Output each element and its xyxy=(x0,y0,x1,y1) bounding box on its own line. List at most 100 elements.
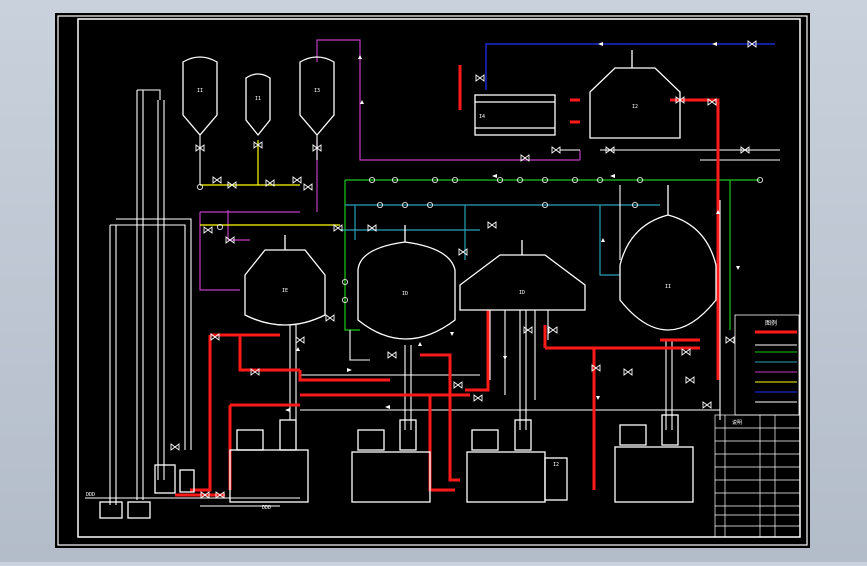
valve-icon xyxy=(675,96,685,104)
valve-icon xyxy=(265,179,275,187)
valve-icon xyxy=(740,146,750,154)
valve-icon xyxy=(591,364,601,372)
valve-icon xyxy=(473,394,483,402)
inner-frame xyxy=(77,18,801,538)
valve-icon xyxy=(707,98,717,106)
outer-frame xyxy=(57,15,808,546)
flow-arrow-icon xyxy=(492,174,497,178)
bottom-label-center: DDD xyxy=(262,505,271,511)
tank-labels: II I1 I3 I2 IE ID ID II I4 I2 xyxy=(197,88,671,468)
valve-symbols xyxy=(170,40,764,499)
instrument-icon xyxy=(368,176,375,183)
flow-arrows xyxy=(285,42,740,412)
tank-label-5: IE xyxy=(282,288,288,294)
tank-label-9: I4 xyxy=(479,114,485,120)
flow-arrow-icon xyxy=(358,55,362,59)
table-title: 说明 xyxy=(732,419,742,426)
valve-icon xyxy=(200,491,210,499)
tank-label-3: I3 xyxy=(314,88,320,94)
instrument-icon xyxy=(637,176,644,183)
valve-icon xyxy=(367,224,377,232)
valve-icon xyxy=(487,221,497,229)
flow-arrow-icon xyxy=(503,356,507,360)
legend: 图例 xyxy=(734,314,800,416)
cold-line xyxy=(485,43,775,90)
valve-icon xyxy=(303,183,313,191)
tank-label-1: II xyxy=(197,88,203,94)
instrument-icon xyxy=(341,296,348,303)
valve-icon xyxy=(475,74,485,82)
instrument-icon xyxy=(757,176,764,183)
flow-arrow-icon xyxy=(716,210,720,214)
valve-icon xyxy=(681,348,691,356)
flow-arrow-icon xyxy=(360,100,364,104)
drawing-sheet xyxy=(55,13,810,548)
tank-label-4: I2 xyxy=(632,104,638,110)
flow-arrow-icon xyxy=(712,42,717,46)
instrument-icon xyxy=(431,176,438,183)
instrument-icon xyxy=(496,176,503,183)
valve-icon xyxy=(685,376,695,384)
flow-arrow-icon xyxy=(601,238,605,242)
valve-icon xyxy=(212,176,222,184)
valve-icon xyxy=(520,154,530,162)
instrument-icon xyxy=(341,278,348,285)
instrument-icon xyxy=(542,176,549,183)
tank-label-6: ID xyxy=(402,291,408,297)
valve-icon xyxy=(250,368,260,376)
instrument-icon xyxy=(216,223,223,230)
valve-icon xyxy=(453,381,463,389)
tank-label-10: I2 xyxy=(553,462,559,468)
instrument-icon xyxy=(597,176,604,183)
flow-arrow-icon xyxy=(418,342,422,346)
bottom-label-left: DDD xyxy=(86,492,95,498)
instrument-icon xyxy=(451,176,458,183)
instrument-icon xyxy=(632,201,639,208)
flow-arrow-icon xyxy=(285,408,290,412)
instrument-icon xyxy=(517,176,524,183)
flow-arrow-icon xyxy=(596,396,600,400)
valve-icon xyxy=(605,146,615,154)
instrument-icon xyxy=(572,176,579,183)
valve-icon xyxy=(523,326,533,334)
instrument-icon xyxy=(376,201,383,208)
flow-arrow-icon xyxy=(598,42,603,46)
valve-icon xyxy=(725,336,735,344)
tank-label-8: II xyxy=(665,284,671,290)
flow-arrow-icon xyxy=(610,174,615,178)
instrument-icon xyxy=(401,201,408,208)
valve-icon xyxy=(458,248,468,256)
valve-icon xyxy=(295,336,305,344)
valve-icon xyxy=(623,368,633,376)
utility-line xyxy=(200,140,340,226)
instrument-icon xyxy=(391,176,398,183)
valve-icon xyxy=(170,443,180,451)
valve-icon xyxy=(747,40,757,48)
flow-arrow-icon xyxy=(296,347,300,351)
tanks xyxy=(99,50,717,519)
valve-icon xyxy=(225,236,235,244)
valve-icon xyxy=(548,326,558,334)
valve-icon xyxy=(702,401,712,409)
flow-arrow-icon xyxy=(385,405,390,409)
valve-icon xyxy=(203,226,213,234)
instrument-icon xyxy=(196,183,203,190)
white-piping xyxy=(85,89,780,507)
flow-arrow-icon xyxy=(347,368,352,372)
valve-icon xyxy=(215,491,225,499)
valve-icon xyxy=(325,314,335,322)
valve-icon xyxy=(312,144,322,152)
valve-icon xyxy=(227,181,237,189)
valve-icon xyxy=(195,144,205,152)
instrument-icon xyxy=(542,201,549,208)
steam-line xyxy=(175,65,720,497)
title-table: 说明 xyxy=(714,414,801,538)
flow-arrow-icon xyxy=(450,332,454,336)
valve-icon xyxy=(210,333,220,341)
legend-title: 图例 xyxy=(765,319,777,327)
process-line xyxy=(199,39,581,291)
tank-label-2: I1 xyxy=(255,96,261,102)
valve-icon xyxy=(333,224,343,232)
